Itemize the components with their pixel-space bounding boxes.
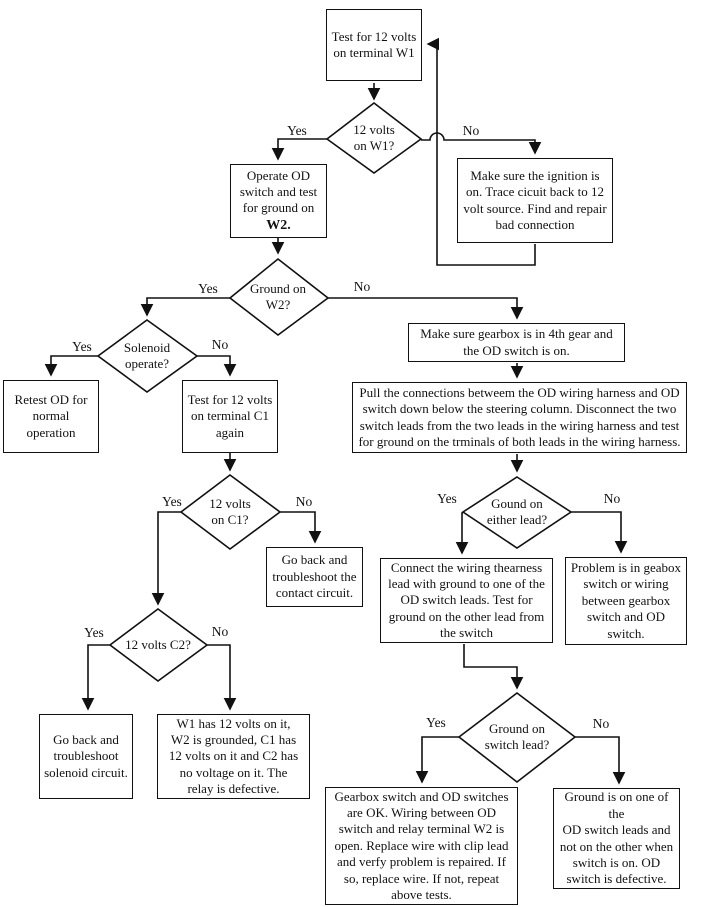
process-test-w1: Test for 12 volts on terminal W1 [326,9,422,81]
edge-label-w2-no: No [353,279,371,294]
process-check-ignition: Make sure the ignition is on. Trace cicu… [457,158,613,243]
edge-label-c1-yes: Yes [162,494,182,509]
terminal-w2-emphasis: W2. [266,217,291,233]
decision-solenoid-operate: Solenoid operate? [123,339,171,371]
process-go-back-contact-circuit: Go back and troubleshoot the contact cir… [266,547,363,607]
edge-q12vc1-no [280,511,322,544]
edge-connect-to-qswitchlead [463,644,524,690]
decision-ground-w2: Ground on W2? [250,280,306,312]
edge-label-w1-yes: Yes [287,123,307,138]
process-connect-harness-lead: Connect the wiring thearness lead with g… [380,558,553,643]
process-pull-connections: Pull the connections betweem the OD wiri… [352,382,687,453]
edge-qswitchlead-yes [415,736,459,784]
decision-12v-w1-shape [325,101,423,174]
edge-qgroundw2-no [328,297,524,320]
edge-q12vw1-no [421,132,542,155]
process-test-c1: Test for 12 volts on terminal C1 again [182,380,278,453]
decision-12v-c1-shape [179,474,282,550]
decision-12v-c2: 12 volts C2? [125,636,191,652]
edge-label-w1-no: No [462,123,480,138]
edge-label-c2-no: No [211,624,229,639]
decision-solenoid-shape [96,319,199,393]
edge-label-either-yes: Yes [437,491,457,506]
process-retest-od: Retest OD for normal operation [3,380,99,453]
edge-label-c2-yes: Yes [84,625,104,640]
decision-ground-w2-shape [228,257,330,337]
decision-ground-switch-lead: Ground on switch lead? [484,720,550,752]
edge-label-either-no: No [603,491,621,506]
process-od-switch-defective: Ground is on one of the OD switch leads … [553,788,680,889]
edge-qeither-yes [455,512,469,555]
edge-qeither-no [571,511,628,554]
edge-qsolenoid-yes [44,355,98,377]
edge-ignition-feedback [426,37,536,266]
process-go-back-solenoid-circuit: Go back and troubleshoot solenoid circui… [39,714,133,799]
process-relay-defective: W1 has 12 volts on it, W2 is grounded, C… [157,714,310,799]
process-replace-w2-wire: Gearbox switch and OD switches are OK. W… [325,787,518,905]
edge-q12vc2-yes [81,644,110,711]
edge-label-switch-yes: Yes [426,715,446,730]
edge-label-c1-no: No [295,494,313,509]
edge-q12vw1-yes [271,138,327,161]
edge-label-solenoid-yes: Yes [72,339,92,354]
process-operate-od: Operate OD switch and test for ground on… [230,164,327,238]
edge-label-switch-no: No [592,716,610,731]
edge-q12vc1-yes [151,511,181,606]
edge-label-solenoid-no: No [211,337,229,352]
process-operate-od-text: Operate OD switch and test for ground on… [239,167,318,233]
process-gearbox-4th-gear: Make sure gearbox is in 4th gear and the… [408,323,625,362]
process-problem-in-gearbox-switch: Problem is in geabox switch or wiring be… [565,557,687,645]
decision-12v-c2-shape [108,608,209,682]
edge-label-w2-yes: Yes [198,281,218,296]
edge-qgroundw2-yes [140,297,230,317]
decision-ground-either-lead: Gound on either lead? [486,495,548,527]
decision-12v-w1: 12 volts on W1? [353,121,395,153]
edge-q12vc2-no [207,644,237,711]
edge-qsolenoid-no [197,355,237,377]
decision-ground-switch-shape [457,691,577,784]
decision-12v-c1: 12 volts on C1? [209,495,251,527]
edge-qswitchlead-no [575,736,626,785]
decision-ground-either-shape [461,476,573,549]
